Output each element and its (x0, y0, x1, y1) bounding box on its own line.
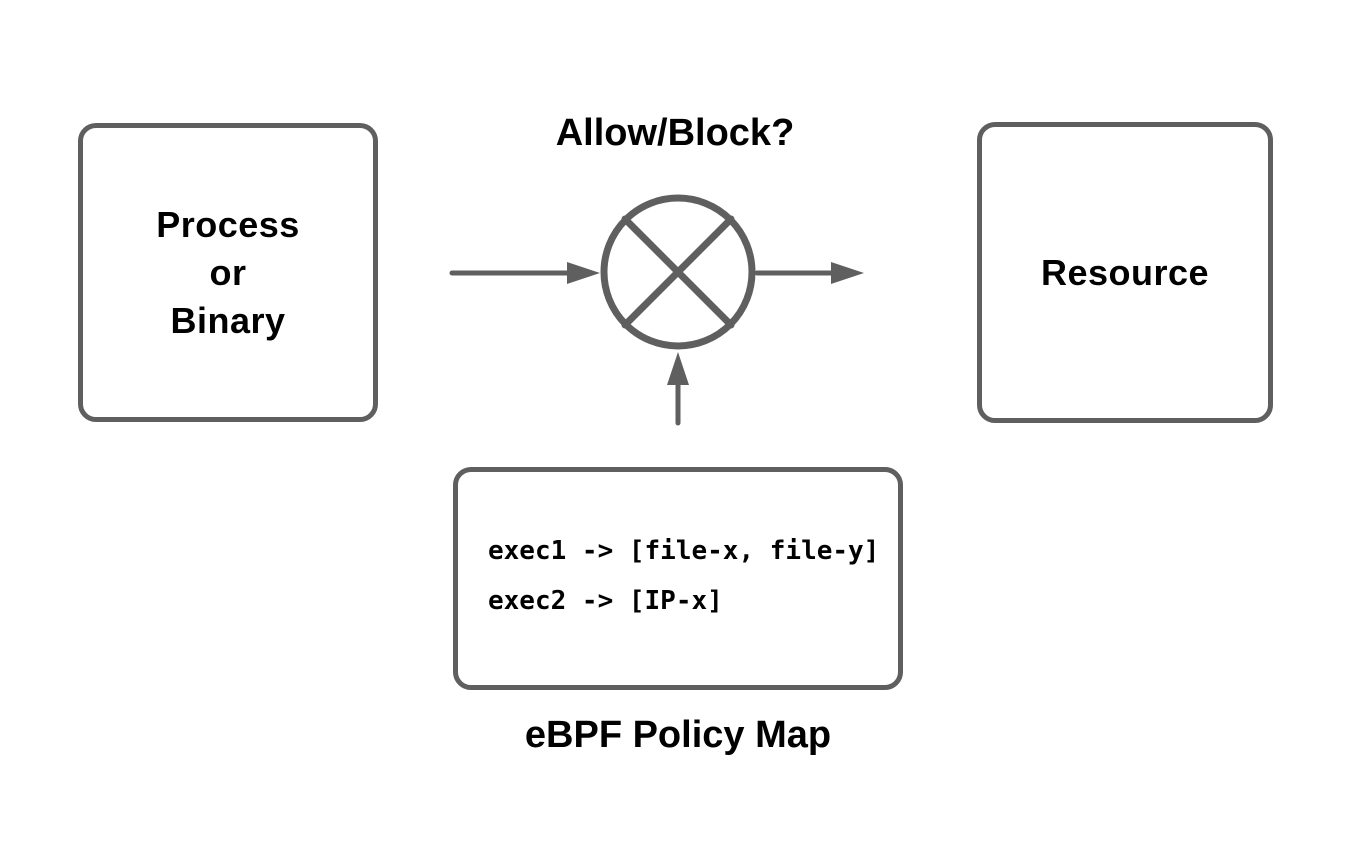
resource-node-label: Resource (1040, 251, 1210, 293)
arrow-gate-to-resource (754, 262, 864, 284)
circle-x-gate-icon (600, 194, 756, 350)
policy-map-box: exec1 -> [file-x, file-y] exec2 -> [IP-x… (453, 467, 903, 690)
decision-label: Allow/Block? (555, 112, 795, 154)
process-node-label-line3: Binary (170, 299, 286, 341)
process-node-label-line1: Process (156, 203, 300, 245)
policy-map-entry: exec1 -> [file-x, file-y] (488, 535, 880, 566)
policy-map-entry: exec2 -> [IP-x] (488, 585, 723, 616)
process-node-label-line2: or (209, 251, 247, 293)
arrow-process-to-gate (449, 262, 600, 284)
process-node-box: Process or Binary (78, 123, 378, 422)
arrow-policy-map-to-gate (667, 352, 689, 426)
resource-node-box: Resource (977, 122, 1273, 423)
policy-map-caption: eBPF Policy Map (524, 714, 832, 756)
